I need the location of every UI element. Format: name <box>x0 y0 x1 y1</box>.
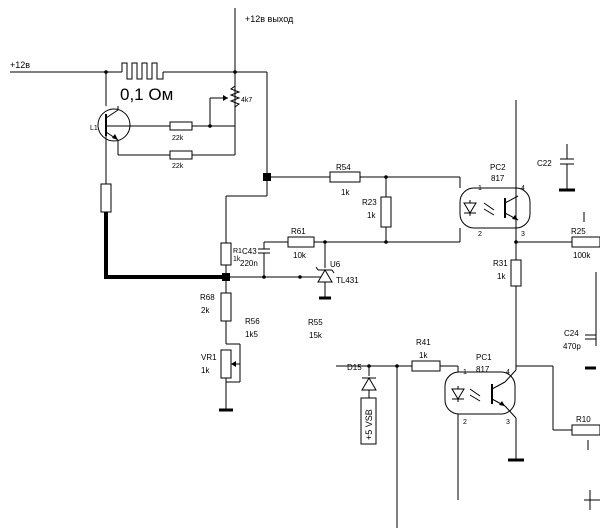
transistor-tag-label: L1 <box>90 125 98 132</box>
r68-value: 2k <box>201 306 210 315</box>
d15-name: D15 <box>347 363 362 372</box>
r41-name: R41 <box>416 338 431 347</box>
thick-sense-wire <box>104 212 226 279</box>
optocoupler-pc1 <box>440 365 517 500</box>
capacitor-c22 <box>559 144 575 192</box>
res-22k-b-label: 22k <box>172 163 184 170</box>
junction-node-top <box>263 173 271 181</box>
c22-name: C22 <box>537 159 552 168</box>
u6-name: U6 <box>330 260 341 269</box>
shunt-resistor-symbol <box>121 62 164 80</box>
potentiometer-4k7 <box>208 85 241 128</box>
c24-name: C24 <box>564 329 579 338</box>
vsb-label: +5 VSB <box>364 409 374 440</box>
resistor-r31 <box>510 259 522 370</box>
output-rail-label: +12в выход <box>245 14 294 24</box>
pc2-pin-4: 4 <box>521 185 525 192</box>
vr1-name: VR1 <box>201 353 217 362</box>
r25-value: 100k <box>573 251 591 260</box>
r1-name: R1 <box>233 248 242 255</box>
optocoupler-pc2 <box>459 177 531 242</box>
r56-value: 1k5 <box>245 330 258 339</box>
tl431-u6-symbol <box>315 242 335 300</box>
u6-part: TL431 <box>336 276 359 285</box>
resistor-r10 <box>571 424 600 436</box>
resistor-22k-a <box>169 121 210 131</box>
r25-name: R25 <box>571 227 586 236</box>
pc1-pin-3: 3 <box>506 419 510 426</box>
resistor-22k-b <box>118 150 235 160</box>
r61-name: R61 <box>291 227 306 236</box>
resistor-r25 <box>571 236 600 248</box>
c43-name: C43 <box>242 247 257 256</box>
r10-name: R10 <box>576 415 591 424</box>
transistor-symbol <box>97 72 170 155</box>
resistor-r41 <box>411 360 441 372</box>
pc2-pin-3: 3 <box>521 231 525 238</box>
pot-4k7-label: 4k7 <box>241 97 252 104</box>
r68-name: R68 <box>200 293 215 302</box>
pc1-pin-4: 4 <box>506 369 510 376</box>
resistor-r61 <box>287 236 460 248</box>
r23-name: R23 <box>362 198 377 207</box>
pc2-part: 817 <box>491 174 505 183</box>
left-vertical-resistor <box>100 136 112 213</box>
pc2-pin-2: 2 <box>478 231 482 238</box>
vr1-value: 1k <box>201 366 210 375</box>
junction-node-bottom <box>222 273 230 281</box>
pc1-pin-1: 1 <box>463 369 467 376</box>
r56-name: R56 <box>245 317 260 326</box>
vsb-label-box: +5 VSB <box>360 397 377 445</box>
shunt-value-label: 0,1 Ом <box>120 85 173 104</box>
r1-value: 1k <box>233 256 241 263</box>
r41-value: 1k <box>419 351 428 360</box>
pc2-name: PC2 <box>490 163 506 172</box>
pc1-part: 817 <box>476 365 490 374</box>
potentiometer-vr1 <box>219 343 241 412</box>
input-rail-label: +12в <box>10 60 30 70</box>
pc2-pin-1: 1 <box>478 185 482 192</box>
resistor-r68 <box>220 281 232 344</box>
res-22k-a-label: 22k <box>172 135 184 142</box>
capacitor-c24 <box>585 334 596 370</box>
r55-name: R55 <box>308 318 323 327</box>
pc1-pin-2: 2 <box>463 419 467 426</box>
r31-name: R31 <box>493 259 508 268</box>
r54-name: R54 <box>336 163 351 172</box>
r23-value: 1k <box>367 211 376 220</box>
r54-value: 1k <box>341 188 350 197</box>
pc1-name: PC1 <box>476 353 492 362</box>
resistor-r54 <box>329 171 460 183</box>
c43-value: 220n <box>240 259 258 268</box>
capacitor-c43 <box>258 241 288 277</box>
r31-value: 1k <box>497 272 506 281</box>
diode-d15 <box>361 366 377 398</box>
c24-value: 470p <box>563 342 581 351</box>
input-rail <box>10 70 267 74</box>
resistor-r1 <box>220 181 268 277</box>
resistor-r23 <box>380 177 392 244</box>
r55-value: 15k <box>309 331 323 340</box>
r61-value: 10k <box>293 251 307 260</box>
